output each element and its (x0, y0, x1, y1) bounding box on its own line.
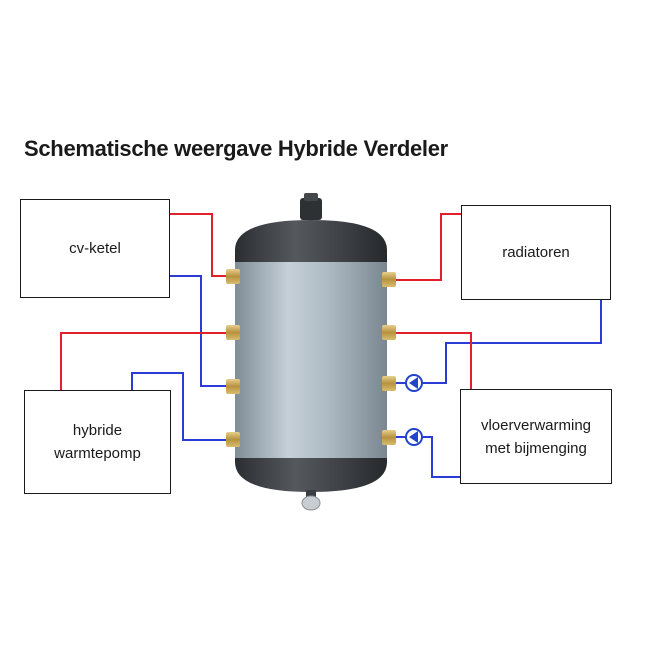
buffer-tank (235, 193, 387, 511)
fittings-left (226, 269, 240, 447)
return-pipe-warmtepomp (131, 372, 232, 441)
page-title: Schematische weergave Hybride Verdeler (24, 136, 448, 161)
vloerverwarming-label-line2: met bijmenging (485, 439, 587, 457)
cv-ketel-box: cv-ketel (20, 199, 170, 298)
hybride-warmtepomp-box: hybride warmtepomp (24, 390, 171, 494)
return-pipe-vloerverwarming (421, 436, 460, 478)
return-pipe-cv-ketel (170, 275, 232, 387)
radiatoren-label: radiatoren (502, 244, 570, 261)
supply-pipe-cv-ketel (170, 213, 232, 277)
supply-pipe-vloerverwarming (390, 332, 472, 389)
return-pipe-radiatoren (421, 300, 602, 384)
vloerverwarming-label-line1: vloerverwarming (480, 416, 592, 434)
hybride-warmtepomp-label-line2: warmtepomp (54, 445, 141, 462)
pump-icon (405, 428, 423, 446)
supply-pipe-radiatoren (390, 213, 461, 281)
supply-pipe-warmtepomp (60, 332, 232, 390)
pump-icon (405, 374, 423, 392)
cv-ketel-label: cv-ketel (69, 240, 121, 257)
hybride-warmtepomp-label-line1: hybride (72, 422, 123, 439)
radiatoren-box: radiatoren (461, 205, 611, 300)
fittings-right (382, 272, 396, 445)
vloerverwarming-box: vloerverwarming met bijmenging (460, 389, 612, 484)
